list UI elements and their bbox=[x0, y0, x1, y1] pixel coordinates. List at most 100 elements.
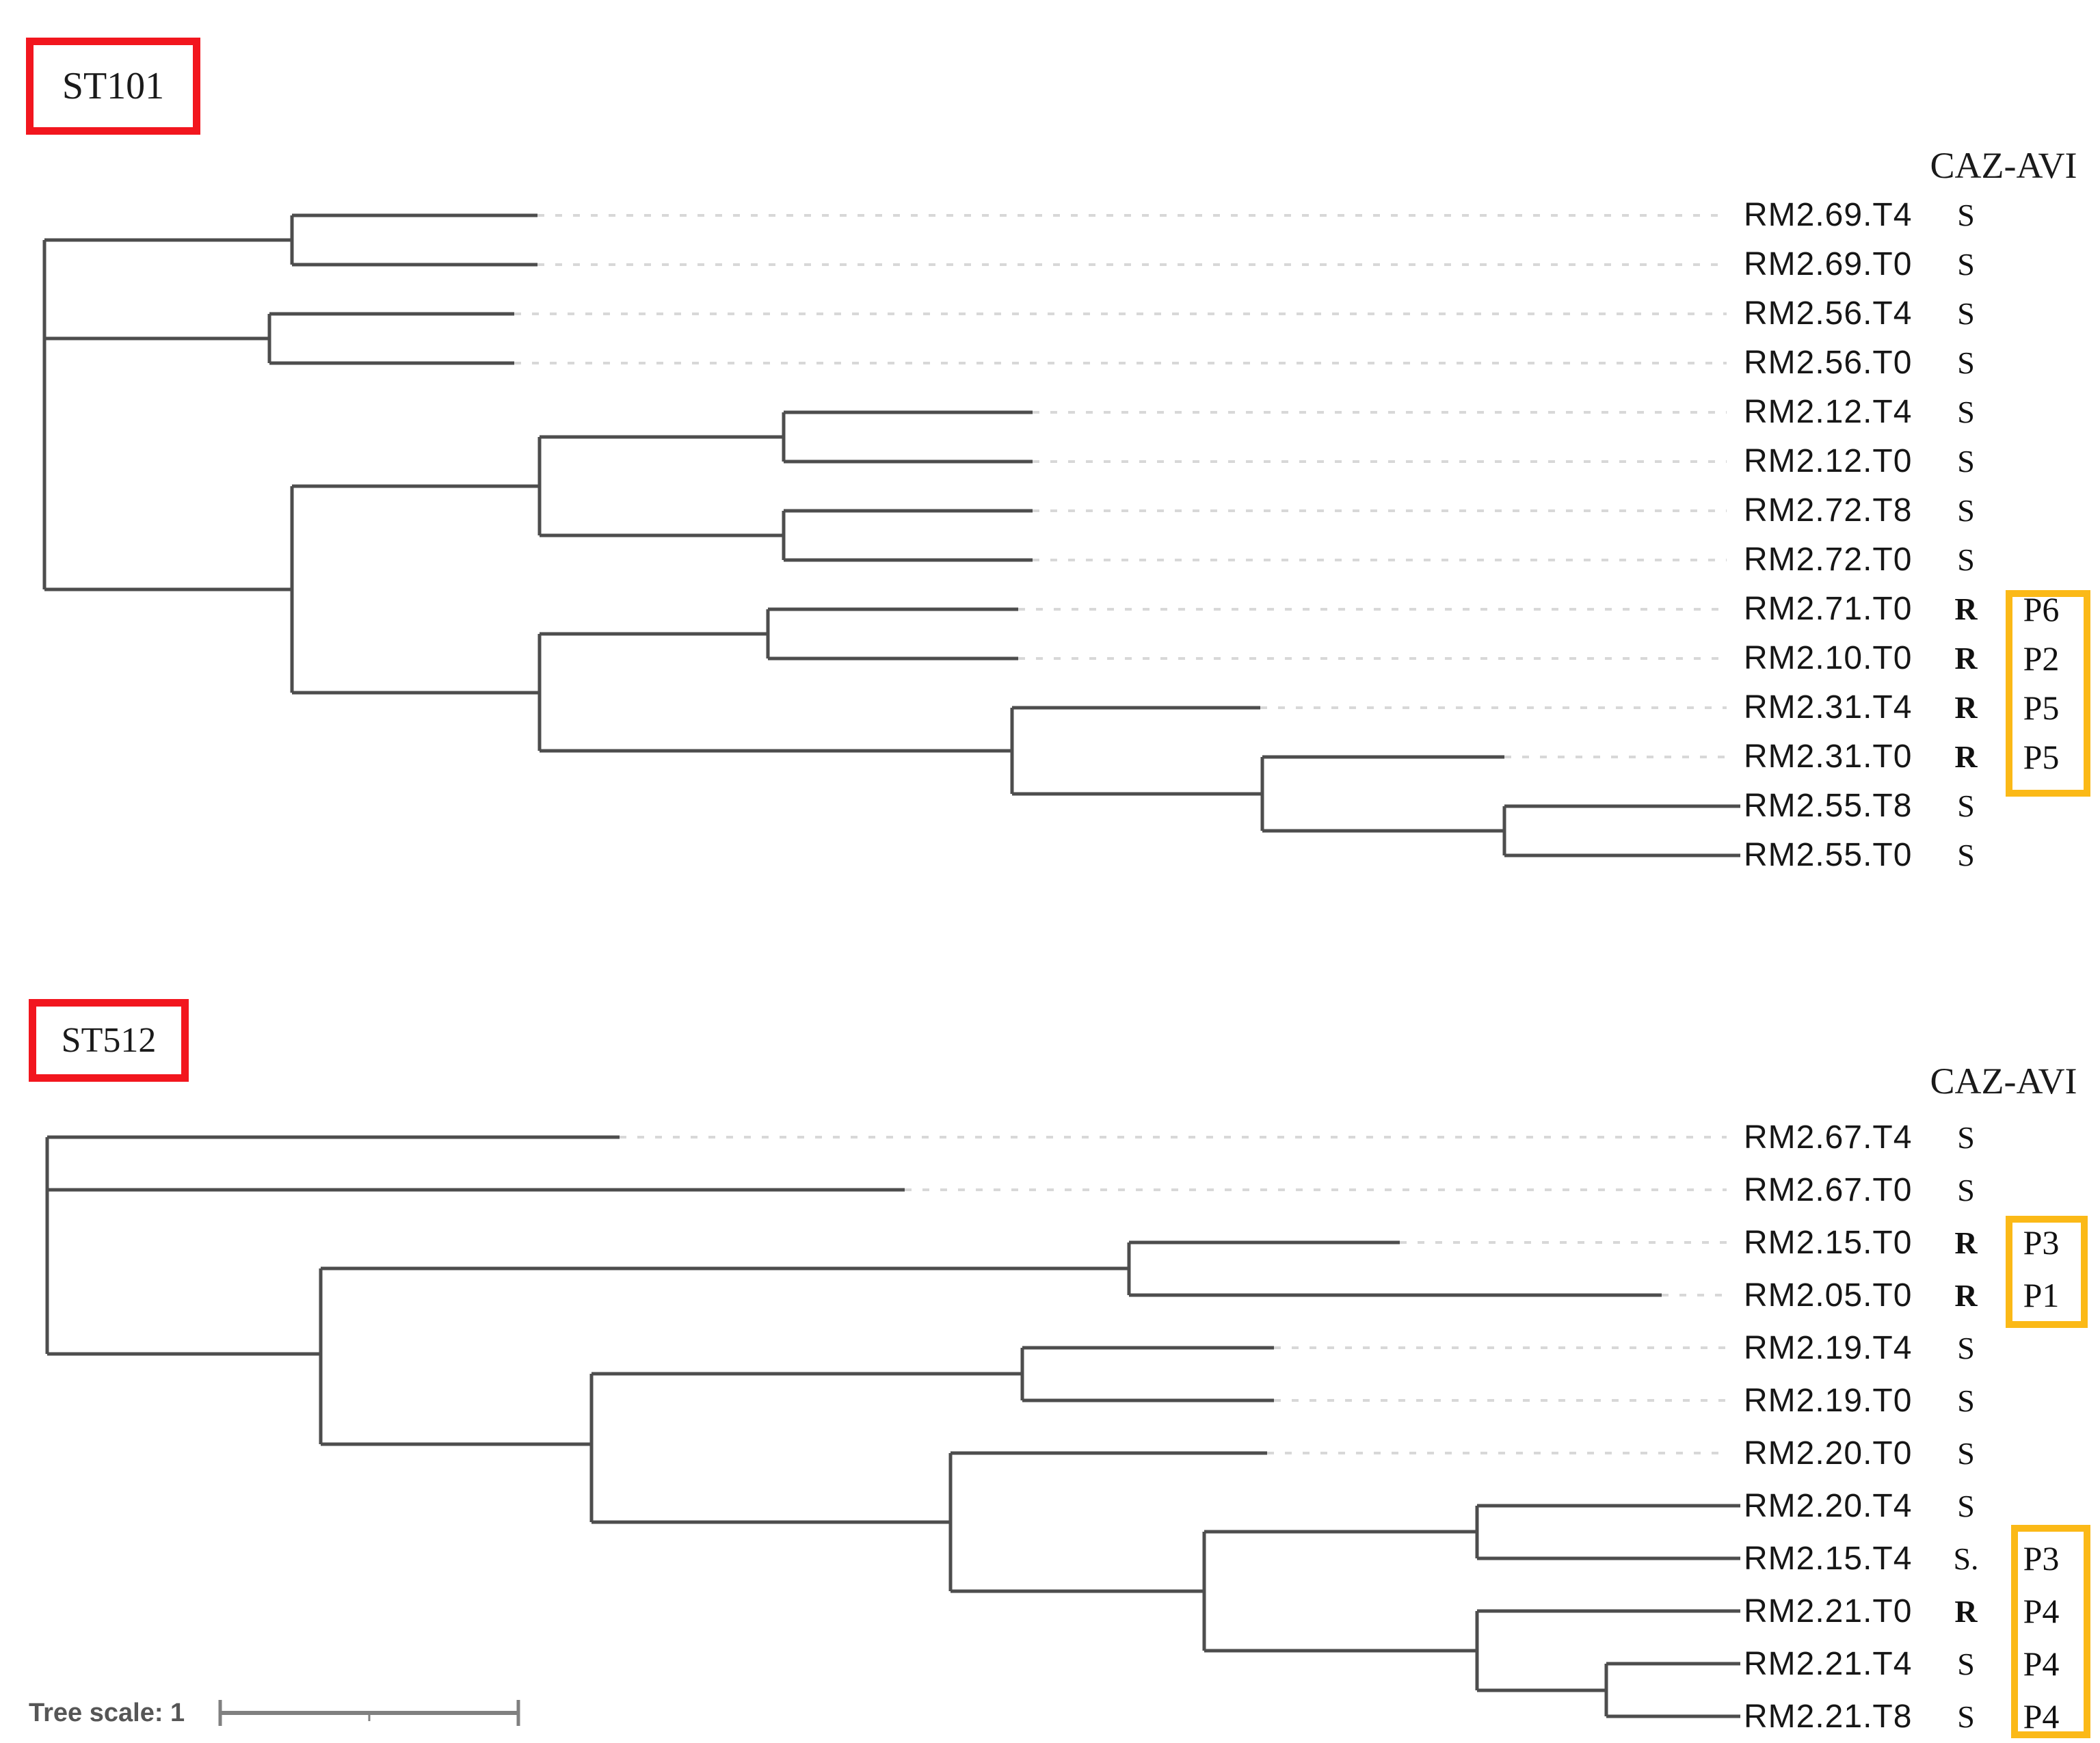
leaf-label: RM2.19.T4 bbox=[1744, 1330, 1913, 1366]
leaf-row: RM2.20.T0 S bbox=[0, 1427, 2100, 1480]
patient-label: P2 bbox=[2023, 639, 2060, 678]
leaf-label: RM2.69.T0 bbox=[1744, 246, 1913, 282]
leaf-row: RM2.72.T0 S bbox=[0, 535, 2100, 585]
caz-avi-status: S bbox=[1957, 395, 1975, 429]
st512-patient-highlight-box-1 bbox=[2006, 1216, 2088, 1328]
st512-branches bbox=[45, 1135, 1740, 1718]
caz-avi-status: S bbox=[1957, 788, 1975, 823]
patient-label: P6 bbox=[2023, 590, 2060, 628]
caz-avi-status: R bbox=[1954, 591, 1978, 626]
patient-label: P4 bbox=[2023, 1645, 2060, 1683]
patient-label: P1 bbox=[2023, 1276, 2060, 1314]
leaf-label: RM2.69.T4 bbox=[1744, 197, 1913, 233]
tree-scale-label: Tree scale: 1 bbox=[29, 1699, 185, 1727]
leaf-label: RM2.15.T0 bbox=[1744, 1225, 1913, 1261]
leaf-row: RM2.05.T0 R P1 bbox=[0, 1269, 2100, 1322]
caz-avi-status: S bbox=[1957, 1120, 1975, 1155]
leaf-label: RM2.56.T0 bbox=[1744, 345, 1913, 381]
st512-group-label: ST512 bbox=[61, 1021, 157, 1060]
leaf-label: RM2.71.T0 bbox=[1744, 591, 1913, 627]
caz-avi-status: S. bbox=[1953, 1541, 1979, 1576]
st101-branches bbox=[42, 213, 1740, 857]
patient-label: P4 bbox=[2023, 1697, 2060, 1735]
caz-avi-status: R bbox=[1954, 739, 1978, 774]
leaf-label: RM2.15.T4 bbox=[1744, 1541, 1913, 1577]
leaf-label: RM2.12.T4 bbox=[1744, 394, 1913, 430]
leaf-label: RM2.72.T8 bbox=[1744, 492, 1913, 529]
leaf-row: RM2.71.T0 R P6 bbox=[0, 585, 2100, 634]
leaf-row: RM2.55.T8 S bbox=[0, 782, 2100, 831]
leaf-label: RM2.12.T0 bbox=[1744, 443, 1913, 479]
patient-label: P5 bbox=[2023, 689, 2060, 727]
leaf-row: RM2.21.T0 R P4 bbox=[0, 1585, 2100, 1638]
caz-avi-status: R bbox=[1954, 1278, 1978, 1313]
leaf-label: RM2.31.T4 bbox=[1744, 689, 1913, 726]
st512-caz-avi-header: CAZ-AVI bbox=[1930, 1061, 2077, 1102]
leaf-label: RM2.21.T8 bbox=[1744, 1699, 1913, 1735]
leaf-label: RM2.55.T0 bbox=[1744, 837, 1913, 873]
leaf-label: RM2.10.T0 bbox=[1744, 640, 1913, 676]
leaf-row: RM2.20.T4 S bbox=[0, 1480, 2100, 1532]
caz-avi-status: S bbox=[1957, 345, 1975, 380]
leaf-row: RM2.31.T4 R P5 bbox=[0, 683, 2100, 732]
leaf-row: RM2.19.T0 S bbox=[0, 1374, 2100, 1427]
caz-avi-status: S bbox=[1957, 1647, 1975, 1681]
caz-avi-status: S bbox=[1957, 1383, 1975, 1418]
leaf-label: RM2.67.T4 bbox=[1744, 1119, 1913, 1156]
leaf-label: RM2.55.T8 bbox=[1744, 788, 1913, 824]
caz-avi-status: S bbox=[1957, 444, 1975, 479]
leaf-row: RM2.56.T0 S bbox=[0, 338, 2100, 388]
caz-avi-status: S bbox=[1957, 1699, 1975, 1734]
leaf-row: RM2.12.T4 S bbox=[0, 388, 2100, 437]
leaf-label: RM2.20.T0 bbox=[1744, 1435, 1913, 1472]
leaf-label: RM2.19.T0 bbox=[1744, 1383, 1913, 1419]
patient-label: P3 bbox=[2023, 1539, 2060, 1578]
leaf-label: RM2.67.T0 bbox=[1744, 1172, 1913, 1208]
st512-group-box: ST512 bbox=[29, 999, 189, 1082]
caz-avi-status: S bbox=[1957, 198, 1975, 232]
patient-label: P4 bbox=[2023, 1592, 2060, 1630]
caz-avi-status: S bbox=[1957, 1436, 1975, 1471]
leaf-row: RM2.19.T4 S bbox=[0, 1322, 2100, 1374]
st512-leader-lines bbox=[620, 1136, 1727, 1454]
leaf-label: RM2.05.T0 bbox=[1744, 1277, 1913, 1314]
caz-avi-status: S bbox=[1957, 838, 1975, 873]
leaf-row: RM2.15.T0 R P3 bbox=[0, 1216, 2100, 1269]
leaf-row: RM2.55.T0 S bbox=[0, 831, 2100, 880]
leaf-row: RM2.21.T4 S P4 bbox=[0, 1638, 2100, 1690]
leaf-row: RM2.56.T4 S bbox=[0, 289, 2100, 338]
patient-label: P5 bbox=[2023, 738, 2060, 776]
caz-avi-status: S bbox=[1957, 1173, 1975, 1208]
caz-avi-status: S bbox=[1957, 1489, 1975, 1524]
leaf-label: RM2.56.T4 bbox=[1744, 295, 1913, 332]
leaf-label: RM2.72.T0 bbox=[1744, 542, 1913, 578]
patient-label: P3 bbox=[2023, 1223, 2060, 1262]
caz-avi-status: R bbox=[1954, 1225, 1978, 1260]
scale-bar bbox=[218, 1700, 520, 1726]
st101-group-box: ST101 bbox=[26, 38, 200, 135]
st512-patient-highlight-box-2 bbox=[2011, 1525, 2090, 1738]
leaf-row: RM2.21.T8 S P4 bbox=[0, 1690, 2100, 1743]
leaf-row: RM2.69.T0 S bbox=[0, 240, 2100, 289]
caz-avi-status: S bbox=[1957, 296, 1975, 331]
leaf-row: RM2.12.T0 S bbox=[0, 437, 2100, 486]
leaf-row: RM2.67.T0 S bbox=[0, 1164, 2100, 1216]
caz-avi-status: R bbox=[1954, 690, 1978, 725]
caz-avi-status: S bbox=[1957, 1331, 1975, 1366]
st101-patient-highlight-box bbox=[2006, 590, 2090, 797]
leaf-row: RM2.67.T4 S bbox=[0, 1111, 2100, 1164]
caz-avi-status: S bbox=[1957, 542, 1975, 577]
leaf-label: RM2.20.T4 bbox=[1744, 1488, 1913, 1524]
caz-avi-status: S bbox=[1957, 247, 1975, 282]
leaf-label: RM2.21.T0 bbox=[1744, 1593, 1913, 1629]
leaf-label: RM2.21.T4 bbox=[1744, 1646, 1913, 1682]
st101-caz-avi-header: CAZ-AVI bbox=[1930, 145, 2077, 186]
st101-leader-lines bbox=[514, 214, 1727, 758]
leaf-row: RM2.10.T0 R P2 bbox=[0, 634, 2100, 683]
caz-avi-status: R bbox=[1954, 641, 1978, 676]
caz-avi-status: R bbox=[1954, 1594, 1978, 1629]
